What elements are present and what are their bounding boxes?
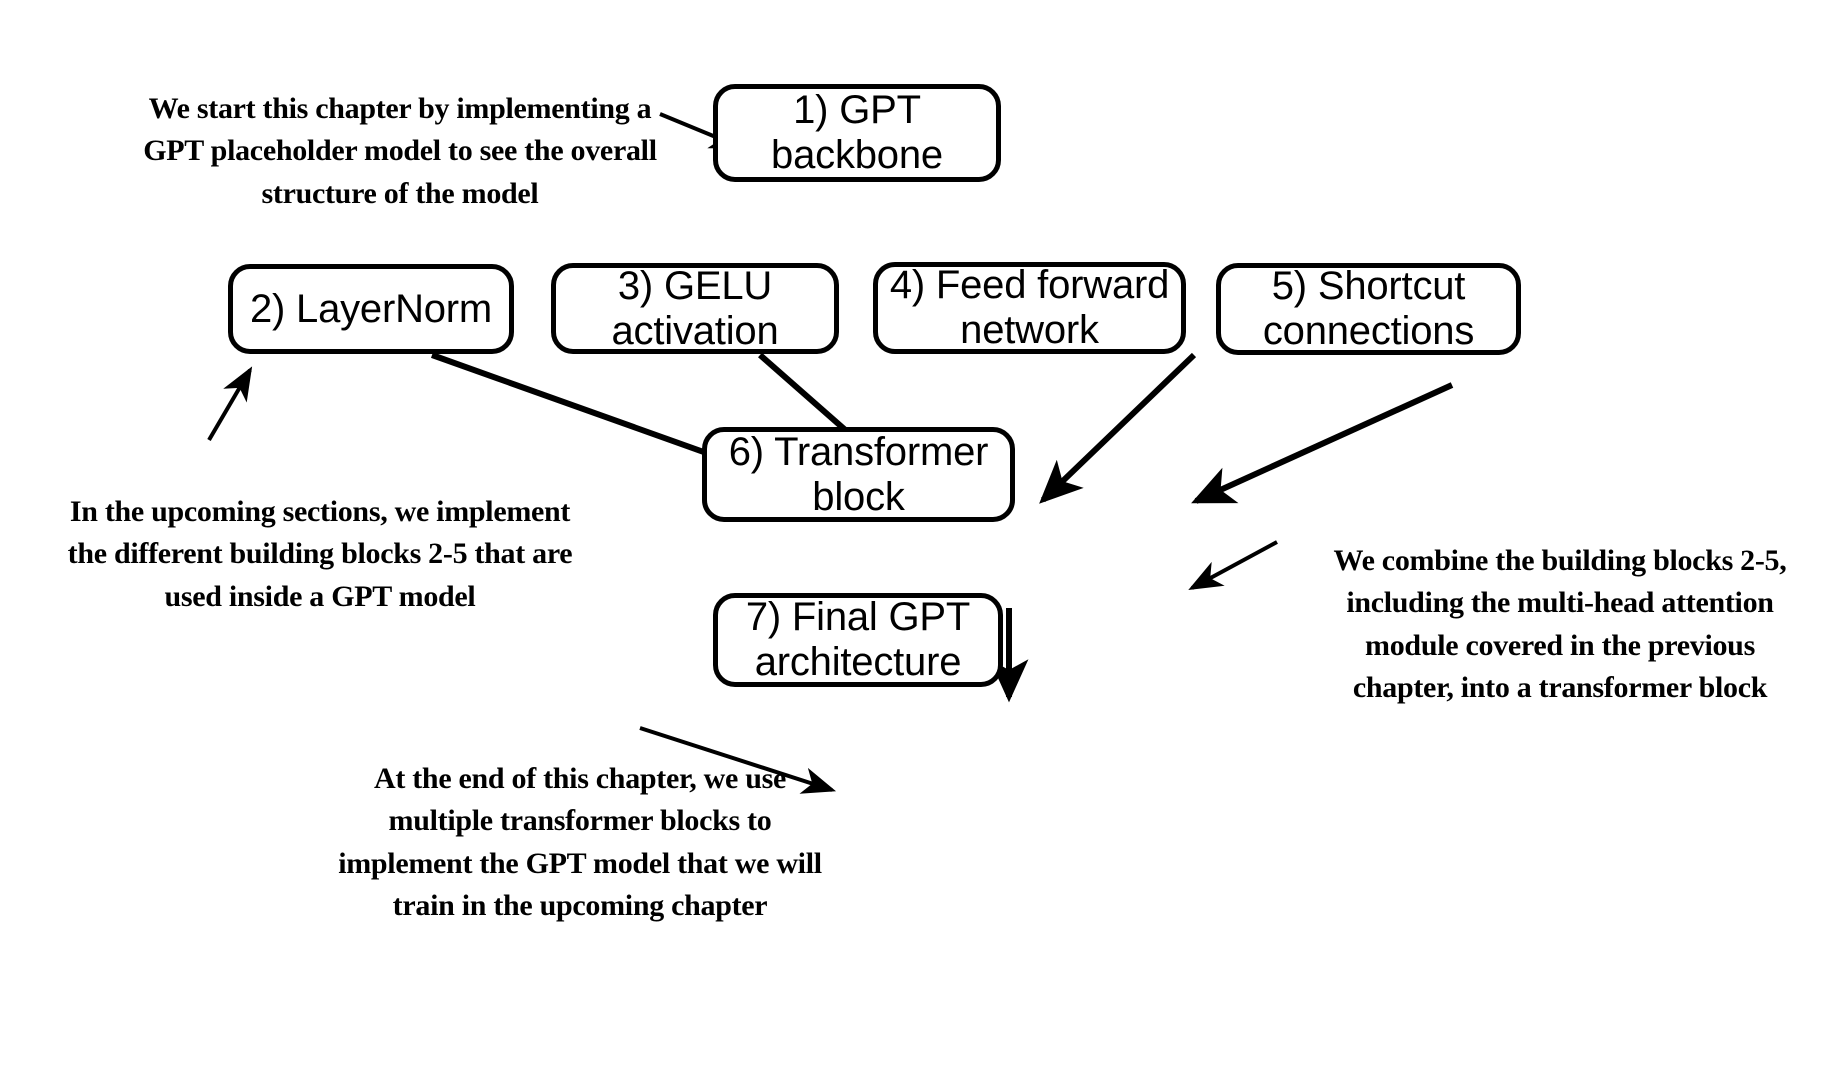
node-final-gpt-architecture-label: 7) Final GPT architecture [745,595,971,684]
node-gpt-backbone[interactable]: 1) GPT backbone [713,84,1001,182]
annotation-building-blocks-note-text: In the upcoming sections, we implement t… [67,494,573,613]
node-feed-forward-label: 4) Feed forward network [889,263,1170,352]
edge-blocks-note-to-layernorm [207,366,253,442]
edge-feedforward-to-transformer [1039,352,1197,504]
node-layernorm-label: 2) LayerNorm [249,286,493,331]
annotation-intro-note-text: We start this chapter by implementing a … [143,91,657,210]
annotation-combine-blocks-note: We combine the building blocks 2-5, incl… [1290,497,1830,710]
annotation-building-blocks-note: In the upcoming sections, we implement t… [60,448,580,618]
edge-shortcut-to-transformer [1191,382,1454,504]
node-shortcut-connections-label: 5) Shortcut connections [1262,264,1475,353]
node-transformer-block-label: 6) Transformer block [728,429,989,519]
node-layernorm[interactable]: 2) LayerNorm [228,264,514,354]
node-transformer-block[interactable]: 6) Transformer block [702,427,1015,522]
node-feed-forward[interactable]: 4) Feed forward network [873,262,1186,354]
annotation-end-of-chapter-note-text: At the end of this chapter, we use multi… [338,761,822,923]
node-gelu-activation[interactable]: 3) GELU activation [551,263,839,354]
node-final-gpt-architecture[interactable]: 7) Final GPT architecture [713,593,1003,687]
annotation-end-of-chapter-note: At the end of this chapter, we use multi… [330,715,830,928]
node-gpt-backbone-label: 1) GPT backbone [771,88,943,177]
node-shortcut-connections[interactable]: 5) Shortcut connections [1216,263,1521,355]
node-gelu-activation-label: 3) GELU activation [611,263,779,353]
annotation-combine-blocks-note-text: We combine the building blocks 2-5, incl… [1333,543,1787,705]
annotation-intro-note: We start this chapter by implementing a … [140,45,660,215]
edge-combine-note-to-transformer [1188,540,1278,591]
